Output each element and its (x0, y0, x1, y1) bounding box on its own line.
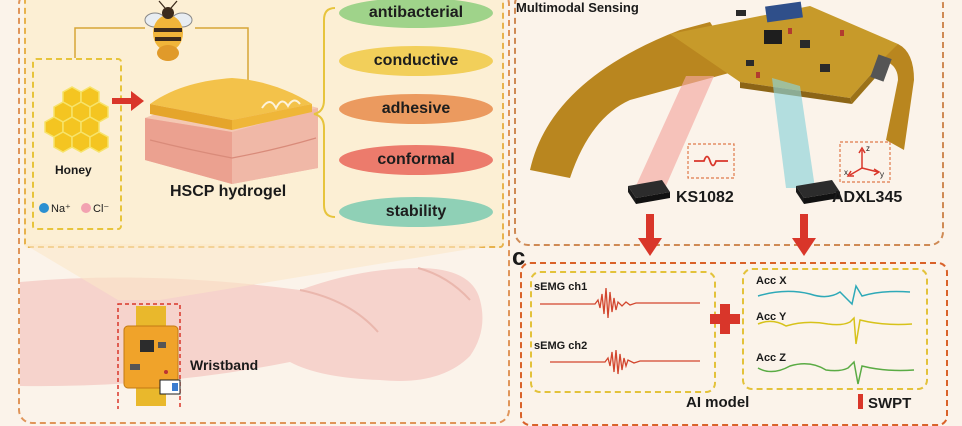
sodium-ion-icon (39, 203, 49, 213)
emg-ch1-trace (540, 287, 700, 319)
panel-letter-c: c (512, 244, 526, 271)
properties-bracket (313, 7, 336, 218)
acc-z-trace (757, 360, 915, 385)
acc-x-label: Acc X (756, 275, 787, 287)
axis-y-label: y (880, 170, 884, 179)
property-conductive: conductive (339, 46, 493, 76)
axis-z-label: z (866, 144, 870, 153)
forearm-contour (299, 289, 379, 333)
beam-ks1082 (635, 76, 714, 188)
sensing-box (514, 0, 944, 246)
left-panel: Honey Na⁺ Cl⁻ HSCP hydrogel antibacteria… (18, 0, 510, 424)
acc-x-trace (757, 284, 911, 306)
axis-icon-frame (839, 141, 891, 183)
adxl345-label: ADXL345 (832, 189, 903, 206)
acc-y-label: Acc Y (756, 311, 787, 323)
material-drawing (20, 0, 500, 409)
honey-label: Honey (55, 163, 92, 177)
swpt-label: SWPT (868, 395, 912, 412)
chloride-ion-icon (81, 203, 91, 213)
emg-icon-frame (687, 143, 735, 179)
ks1082-chip-icon (628, 180, 670, 204)
bee-icon (144, 0, 193, 61)
ai-model-label: AI model (686, 394, 750, 411)
emg-ch2-trace (550, 349, 700, 375)
swpt-marker-icon (858, 394, 863, 409)
sensing-title: Multimodal Sensing (516, 0, 639, 15)
emg-ch1-label: sEMG ch1 (534, 281, 588, 293)
axis-x-label: x (844, 168, 848, 177)
xyz-axes-icon (846, 146, 881, 177)
emg-ch2-label: sEMG ch2 (534, 340, 588, 352)
wristband-label: Wristband (190, 357, 259, 373)
beam-adxl345 (772, 78, 815, 188)
acc-y-trace (757, 316, 913, 345)
arrow-ks1082-down-icon (638, 214, 662, 256)
property-adhesive: adhesive (339, 94, 493, 124)
flexible-circuit-board (530, 1, 914, 178)
zoom-funnel (24, 244, 500, 300)
honey-box (32, 58, 122, 230)
acc-box (742, 268, 928, 390)
bee-connector-right (195, 27, 249, 84)
property-stability: stability (339, 197, 493, 227)
emg-box (530, 271, 716, 393)
property-antibacterial: antibacterial (339, 0, 493, 28)
chloride-ion-label: Cl⁻ (93, 203, 110, 215)
property-conformal: conformal (339, 145, 493, 175)
arrow-honey-to-hydrogel-icon (112, 91, 144, 111)
adxl345-chip-icon (796, 180, 840, 204)
sensing-drawing (530, 1, 915, 409)
acc-z-label: Acc Z (756, 352, 786, 364)
bee-connector-left (74, 27, 145, 58)
hydrogel-skin-block (145, 78, 318, 184)
arrow-adxl345-down-icon (792, 214, 816, 256)
honeycomb-icon (44, 86, 109, 153)
emg-waveform-icon (694, 155, 728, 167)
wristband-device-icon (117, 303, 181, 409)
ks1082-label: KS1082 (676, 189, 734, 206)
fist-contour (417, 267, 471, 301)
hydrogel-label: HSCP hydrogel (170, 183, 287, 200)
plus-icon (710, 304, 740, 334)
sodium-ion-label: Na⁺ (51, 203, 71, 215)
right-panel: Multimodal Sensing KS1082 ADXL345 z x y … (510, 0, 962, 426)
